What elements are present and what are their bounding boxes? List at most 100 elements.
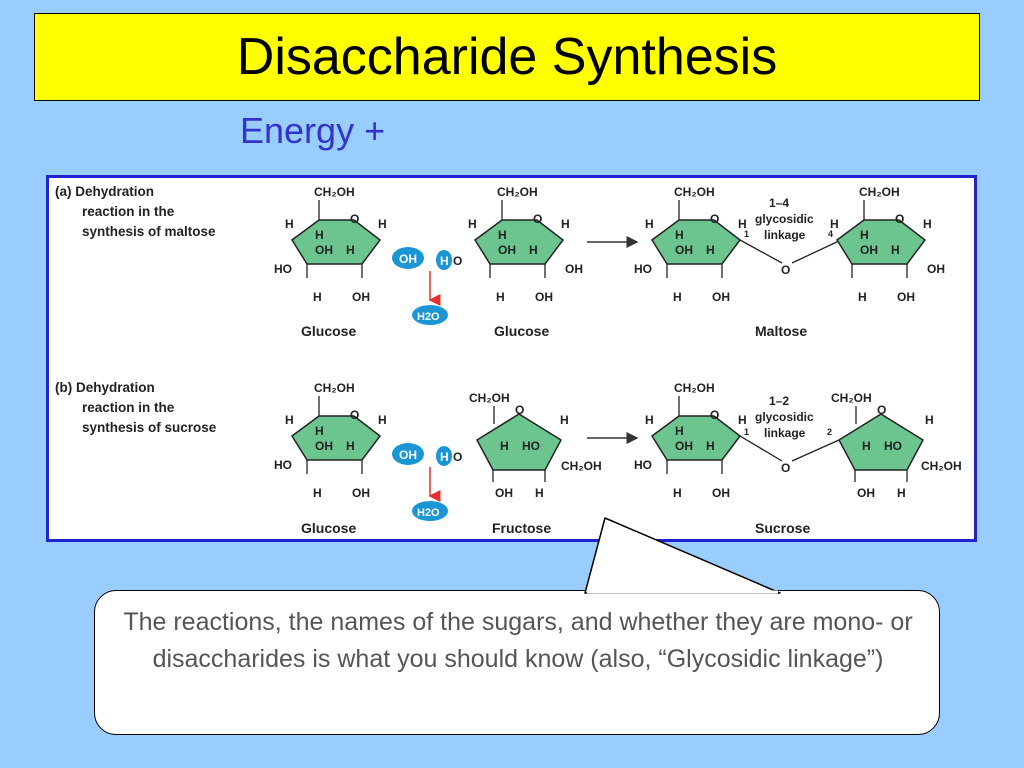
water-bubble-a bbox=[412, 305, 448, 325]
svg-text:HO: HO bbox=[274, 262, 292, 276]
svg-text:H: H bbox=[560, 413, 569, 427]
glucose-ring-b1: CH₂OH O H H H OH H HO H OH bbox=[274, 381, 387, 500]
svg-text:H: H bbox=[673, 290, 682, 304]
linkage-b-line-2: glycosidic bbox=[755, 410, 814, 424]
svg-text:H: H bbox=[862, 439, 871, 453]
svg-text:OH: OH bbox=[535, 290, 553, 304]
svg-text:OH: OH bbox=[352, 486, 370, 500]
svg-text:O: O bbox=[781, 263, 790, 277]
svg-text:H: H bbox=[529, 243, 538, 257]
panel-b-product-name: Sucrose bbox=[755, 520, 810, 536]
water-label-b: H2O bbox=[417, 507, 440, 519]
svg-text:OH: OH bbox=[495, 486, 513, 500]
svg-text:H: H bbox=[858, 290, 867, 304]
linkage-b-num-right: 2 bbox=[827, 427, 832, 437]
svg-text:OH: OH bbox=[315, 439, 333, 453]
svg-text:H: H bbox=[830, 217, 839, 231]
svg-text:H: H bbox=[285, 217, 294, 231]
svg-text:H: H bbox=[925, 413, 934, 427]
panel-b-left-name: Glucose bbox=[301, 520, 356, 536]
svg-text:H: H bbox=[285, 413, 294, 427]
linkage-a-line-3: linkage bbox=[764, 228, 806, 242]
svg-text:HO: HO bbox=[634, 262, 652, 276]
svg-text:H: H bbox=[313, 486, 322, 500]
svg-text:O: O bbox=[781, 461, 790, 475]
oh-bubble-b bbox=[392, 443, 424, 465]
svg-text:OH: OH bbox=[897, 290, 915, 304]
svg-text:O: O bbox=[877, 403, 886, 417]
svg-text:H: H bbox=[675, 228, 684, 242]
svg-text:CH₂OH: CH₂OH bbox=[469, 391, 510, 405]
svg-text:H: H bbox=[645, 413, 654, 427]
svg-text:OH: OH bbox=[565, 262, 583, 276]
linkage-b-line-1: 1–2 bbox=[769, 394, 789, 408]
reaction-figure: (a) Dehydration reaction in the synthesi… bbox=[46, 175, 977, 542]
svg-text:H: H bbox=[706, 439, 715, 453]
svg-text:CH₂OH: CH₂OH bbox=[561, 459, 602, 473]
svg-text:CH₂OH: CH₂OH bbox=[674, 185, 715, 199]
svg-text:CH₂OH: CH₂OH bbox=[314, 185, 355, 199]
panel-a: (a) Dehydration reaction in the synthesi… bbox=[55, 184, 945, 339]
svg-text:HO: HO bbox=[634, 458, 652, 472]
svg-text:OH: OH bbox=[860, 243, 878, 257]
svg-text:O: O bbox=[895, 212, 904, 226]
svg-text:H: H bbox=[500, 439, 509, 453]
svg-text:CH₂OH: CH₂OH bbox=[921, 459, 962, 473]
glucose-ring-a2: CH₂OH O H H H OH H OH H OH bbox=[468, 185, 583, 304]
panel-b-caption-1: (b) Dehydration bbox=[55, 380, 155, 395]
svg-text:OH: OH bbox=[315, 243, 333, 257]
svg-text:H: H bbox=[378, 413, 387, 427]
svg-text:H: H bbox=[315, 228, 324, 242]
h-bubble-label-a: H bbox=[440, 254, 449, 268]
svg-text:CH₂OH: CH₂OH bbox=[674, 381, 715, 395]
linkage-a-num-left: 1 bbox=[744, 229, 749, 239]
svg-text:O: O bbox=[533, 212, 542, 226]
svg-text:H: H bbox=[645, 217, 654, 231]
svg-text:OH: OH bbox=[712, 290, 730, 304]
svg-text:H: H bbox=[346, 243, 355, 257]
page-title: Disaccharide Synthesis bbox=[236, 28, 778, 86]
svg-text:O: O bbox=[453, 450, 462, 464]
panel-b-caption-2: reaction in the bbox=[82, 400, 175, 415]
svg-text:CH₂OH: CH₂OH bbox=[859, 185, 900, 199]
h-bubble-a bbox=[436, 250, 452, 270]
svg-text:OH: OH bbox=[675, 439, 693, 453]
glucose-ring-a1: CH₂OH O H H H OH H HO H OH bbox=[274, 185, 387, 304]
svg-text:OH: OH bbox=[498, 243, 516, 257]
linkage-a-num-right: 4 bbox=[828, 229, 833, 239]
svg-text:OH: OH bbox=[857, 486, 875, 500]
svg-text:H: H bbox=[738, 217, 747, 231]
svg-text:OH: OH bbox=[675, 243, 693, 257]
svg-text:H: H bbox=[673, 486, 682, 500]
panel-b-caption-3: synthesis of sucrose bbox=[82, 420, 217, 435]
svg-text:CH₂OH: CH₂OH bbox=[314, 381, 355, 395]
svg-text:H: H bbox=[313, 290, 322, 304]
svg-text:H: H bbox=[860, 228, 869, 242]
svg-text:H: H bbox=[561, 217, 570, 231]
svg-text:OH: OH bbox=[927, 262, 945, 276]
svg-text:O: O bbox=[710, 212, 719, 226]
svg-text:OH: OH bbox=[352, 290, 370, 304]
linkage-a-line-2: glycosidic bbox=[755, 212, 814, 226]
svg-text:H: H bbox=[891, 243, 900, 257]
svg-text:H: H bbox=[738, 413, 747, 427]
panel-a-caption-2: reaction in the bbox=[82, 204, 175, 219]
svg-text:H: H bbox=[315, 424, 324, 438]
linkage-a-line-1: 1–4 bbox=[769, 196, 789, 210]
svg-text:HO: HO bbox=[274, 458, 292, 472]
linkage-b-line-3: linkage bbox=[764, 426, 806, 440]
svg-text:HO: HO bbox=[884, 439, 902, 453]
svg-text:O: O bbox=[515, 403, 524, 417]
panel-a-left-name: Glucose bbox=[301, 323, 356, 339]
svg-text:H: H bbox=[535, 486, 544, 500]
svg-text:H: H bbox=[675, 424, 684, 438]
energy-label: Energy + bbox=[240, 110, 386, 151]
svg-text:H: H bbox=[923, 217, 932, 231]
svg-text:H: H bbox=[378, 217, 387, 231]
svg-text:H: H bbox=[706, 243, 715, 257]
water-bubble-b bbox=[412, 501, 448, 521]
h-bubble-b bbox=[436, 446, 452, 466]
linkage-b-num-left: 1 bbox=[744, 427, 749, 437]
panel-b: (b) Dehydration reaction in the synthesi… bbox=[55, 380, 962, 536]
